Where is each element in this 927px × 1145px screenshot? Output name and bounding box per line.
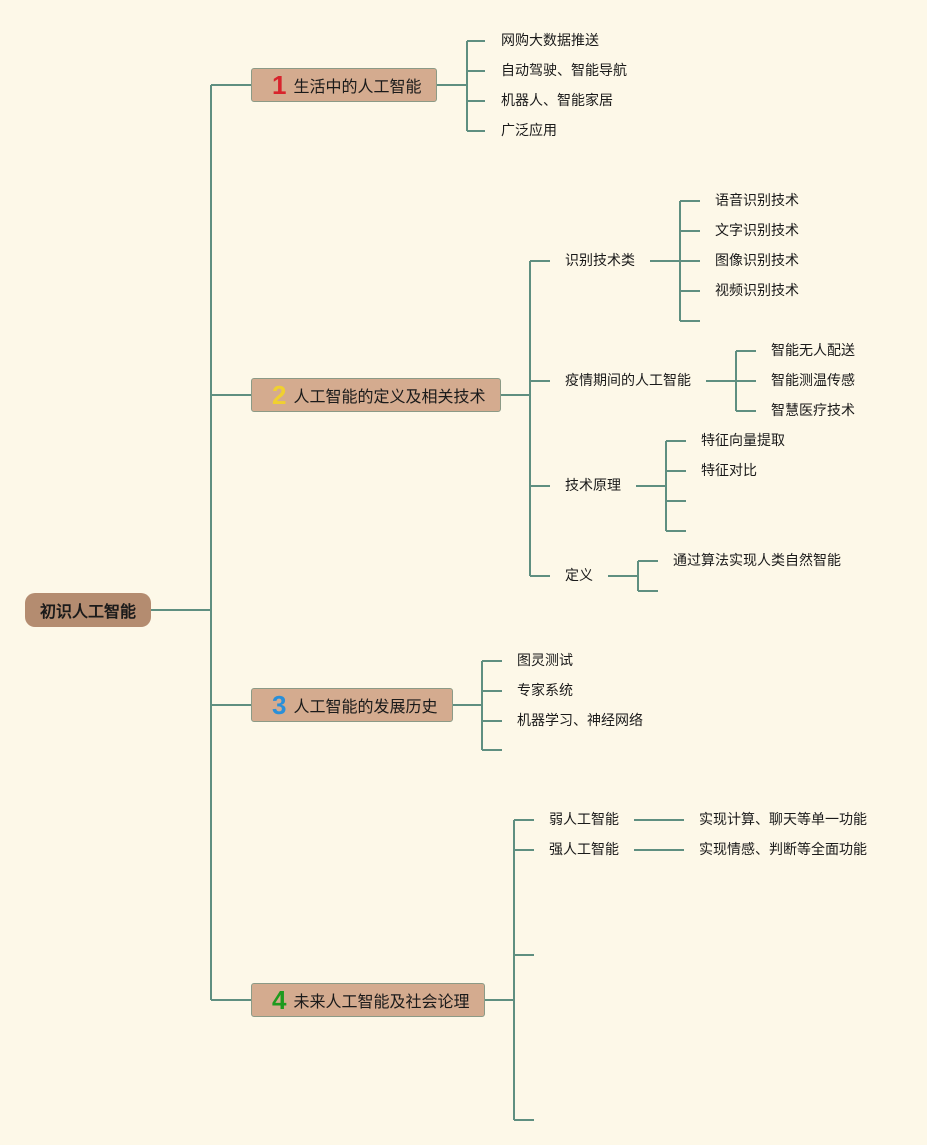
- branch-label: 未来人工智能及社会论理: [293, 992, 470, 1011]
- connector-branch-4: [484, 819, 534, 1121]
- subtopic-node[interactable]: 定义: [565, 568, 593, 584]
- number-2-icon: 2: [272, 380, 287, 410]
- leaf-node[interactable]: 智慧医疗技术: [771, 403, 855, 419]
- subtopic-node[interactable]: 强人工智能: [549, 842, 619, 858]
- subtopic-node[interactable]: 弱人工智能: [549, 812, 619, 828]
- leaf-node[interactable]: 专家系统: [517, 683, 573, 699]
- connector-definition: [608, 560, 658, 592]
- leaf-node[interactable]: 语音识别技术: [715, 193, 799, 209]
- connector-branch-3: [452, 660, 502, 751]
- subtopic-node[interactable]: 疫情期间的人工智能: [565, 373, 691, 389]
- leaf-node[interactable]: 特征向量提取: [701, 433, 785, 449]
- branch-label: 人工智能的定义及相关技术: [293, 387, 486, 406]
- connector-epidemic: [706, 350, 756, 412]
- root-label: 初识人工智能: [39, 602, 136, 621]
- leaf-node[interactable]: 特征对比: [701, 463, 757, 479]
- leaf-node[interactable]: 实现情感、判断等全面功能: [699, 842, 867, 858]
- connector-branch-2: [500, 260, 550, 577]
- leaf-node[interactable]: 实现计算、聊天等单一功能: [699, 812, 867, 828]
- number-3-icon: 3: [272, 690, 287, 720]
- connector-root: [151, 84, 251, 1001]
- leaf-node[interactable]: 网购大数据推送: [501, 33, 599, 49]
- leaf-node[interactable]: 图像识别技术: [715, 253, 799, 269]
- leaf-node[interactable]: 视频识别技术: [715, 283, 799, 299]
- leaf-node[interactable]: 广泛应用: [501, 123, 557, 139]
- branch-label: 人工智能的发展历史: [293, 697, 438, 716]
- leaf-node[interactable]: 智能无人配送: [771, 343, 855, 359]
- number-4-icon: 4: [272, 985, 287, 1015]
- subtopic-node[interactable]: 技术原理: [565, 478, 621, 494]
- root-node[interactable]: 初识人工智能: [25, 593, 151, 627]
- leaf-node[interactable]: 机器学习、神经网络: [517, 713, 643, 729]
- leaf-node[interactable]: 图灵测试: [517, 653, 573, 669]
- branch-node-4[interactable]: 4 未来人工智能及社会论理: [251, 983, 485, 1017]
- leaf-node[interactable]: 自动驾驶、智能导航: [501, 63, 627, 79]
- branch-label: 生活中的人工智能: [293, 77, 422, 96]
- number-1-icon: 1: [272, 70, 287, 100]
- connector-principle: [636, 440, 686, 532]
- connector-recog: [650, 200, 700, 322]
- leaf-node[interactable]: 通过算法实现人类自然智能: [673, 553, 841, 569]
- subtopic-node[interactable]: 识别技术类: [565, 253, 635, 269]
- leaf-node[interactable]: 文字识别技术: [715, 223, 799, 239]
- connector-branch-1: [436, 40, 485, 132]
- branch-node-1[interactable]: 1 生活中的人工智能: [251, 68, 437, 102]
- leaf-node[interactable]: 智能测温传感: [771, 373, 855, 389]
- leaf-node[interactable]: 机器人、智能家居: [501, 93, 613, 109]
- branch-node-3[interactable]: 3 人工智能的发展历史: [251, 688, 453, 722]
- branch-node-2[interactable]: 2 人工智能的定义及相关技术: [251, 378, 501, 412]
